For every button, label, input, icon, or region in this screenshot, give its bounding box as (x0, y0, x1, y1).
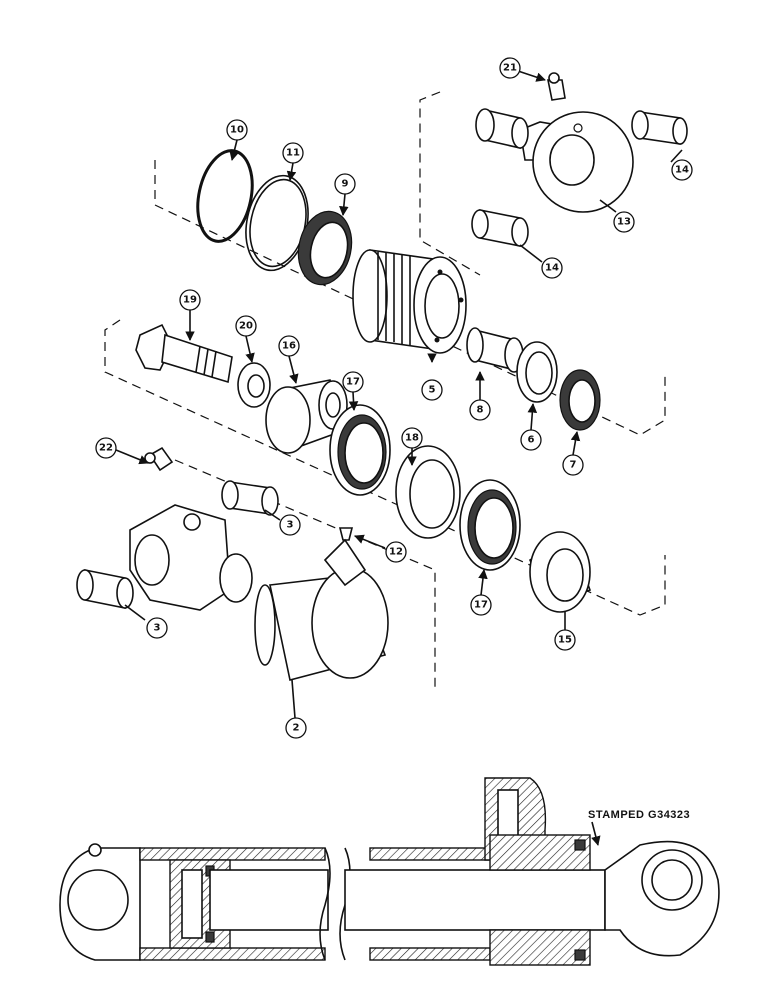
rod-seal-7 (559, 369, 601, 431)
group-outline-middle (104, 319, 666, 616)
callout-label: 18 (405, 433, 419, 444)
callout-label: 19 (183, 295, 197, 306)
grease-fitting-21 (547, 72, 566, 101)
piston-16 (265, 379, 348, 454)
bushing-14-lower (471, 209, 529, 247)
callout-label: 22 (99, 443, 113, 454)
callout-2: 2 (285, 717, 307, 739)
callout-11: 11 (282, 142, 304, 164)
callout-21: 21 (499, 57, 521, 79)
callout-label: 14 (545, 263, 559, 274)
assembled-section-view: STAMPED G34323 (59, 777, 720, 966)
ring-6 (516, 341, 558, 403)
grease-fitting-assembled (88, 843, 102, 857)
callout-label: 13 (617, 217, 631, 228)
washer-20 (237, 362, 271, 408)
wiper-seal-9 (297, 210, 353, 286)
cylinder-tube-2 (254, 538, 389, 681)
piston-nut-15 (528, 531, 592, 613)
base-end-block (129, 504, 253, 611)
group-outline-upper (154, 160, 666, 436)
callout-label: 5 (429, 385, 436, 396)
wear-ring-18 (395, 445, 461, 539)
piston-seal-17-upper (329, 404, 391, 496)
screw-12 (338, 527, 354, 541)
callout-9: 9 (334, 173, 356, 195)
callout-label: 3 (154, 623, 161, 634)
callout-20: 20 (235, 315, 257, 337)
rod-eye-13 (519, 111, 634, 213)
bushing-14-top (475, 108, 529, 150)
callout-10: 10 (226, 119, 248, 141)
callout-label: 8 (477, 405, 484, 416)
bolt-19 (135, 323, 233, 384)
callout-label: 12 (389, 547, 403, 558)
callout-5: 5 (421, 379, 443, 401)
piston-seal-17-lower (459, 479, 521, 571)
callout-17-lower: 17 (470, 594, 492, 616)
callout-label: 3 (287, 520, 294, 531)
bushing-3-center (221, 480, 279, 516)
callout-label: 20 (239, 321, 253, 332)
callout-label: 14 (675, 165, 689, 176)
callout-label: 2 (293, 723, 300, 734)
callout-22: 22 (95, 437, 117, 459)
callout-label: 16 (282, 341, 296, 352)
callout-label: 17 (474, 600, 488, 611)
gland-5 (352, 249, 467, 354)
callout-18: 18 (401, 427, 423, 449)
callout-label: 17 (346, 377, 360, 388)
callout-3-left: 3 (146, 617, 168, 639)
elbow-fitting-22 (144, 446, 174, 472)
callout-8: 8 (469, 399, 491, 421)
callout-label: 6 (528, 435, 535, 446)
callout-label: 11 (286, 148, 300, 159)
stamp-label: STAMPED G34323 (588, 809, 690, 821)
bushing-14-right (631, 110, 688, 145)
callout-label: 9 (342, 179, 349, 190)
callout-13: 13 (613, 211, 635, 233)
callout-12: 12 (385, 541, 407, 563)
callout-14-right: 14 (671, 159, 693, 181)
callout-6: 6 (520, 429, 542, 451)
callout-label: 7 (570, 460, 577, 471)
leader-lines (115, 69, 683, 719)
callout-label: 15 (558, 635, 572, 646)
callout-3-center: 3 (279, 514, 301, 536)
callout-14-lower: 14 (541, 257, 563, 279)
bushing-8 (466, 327, 524, 373)
group-outline-right (419, 91, 481, 276)
callout-16: 16 (278, 335, 300, 357)
callout-label: 10 (230, 125, 244, 136)
callout-17-upper: 17 (342, 371, 364, 393)
bushing-3-left (76, 569, 134, 609)
callout-15: 15 (554, 629, 576, 651)
callout-label: 21 (503, 63, 517, 74)
callout-19: 19 (179, 289, 201, 311)
callout-7: 7 (562, 454, 584, 476)
